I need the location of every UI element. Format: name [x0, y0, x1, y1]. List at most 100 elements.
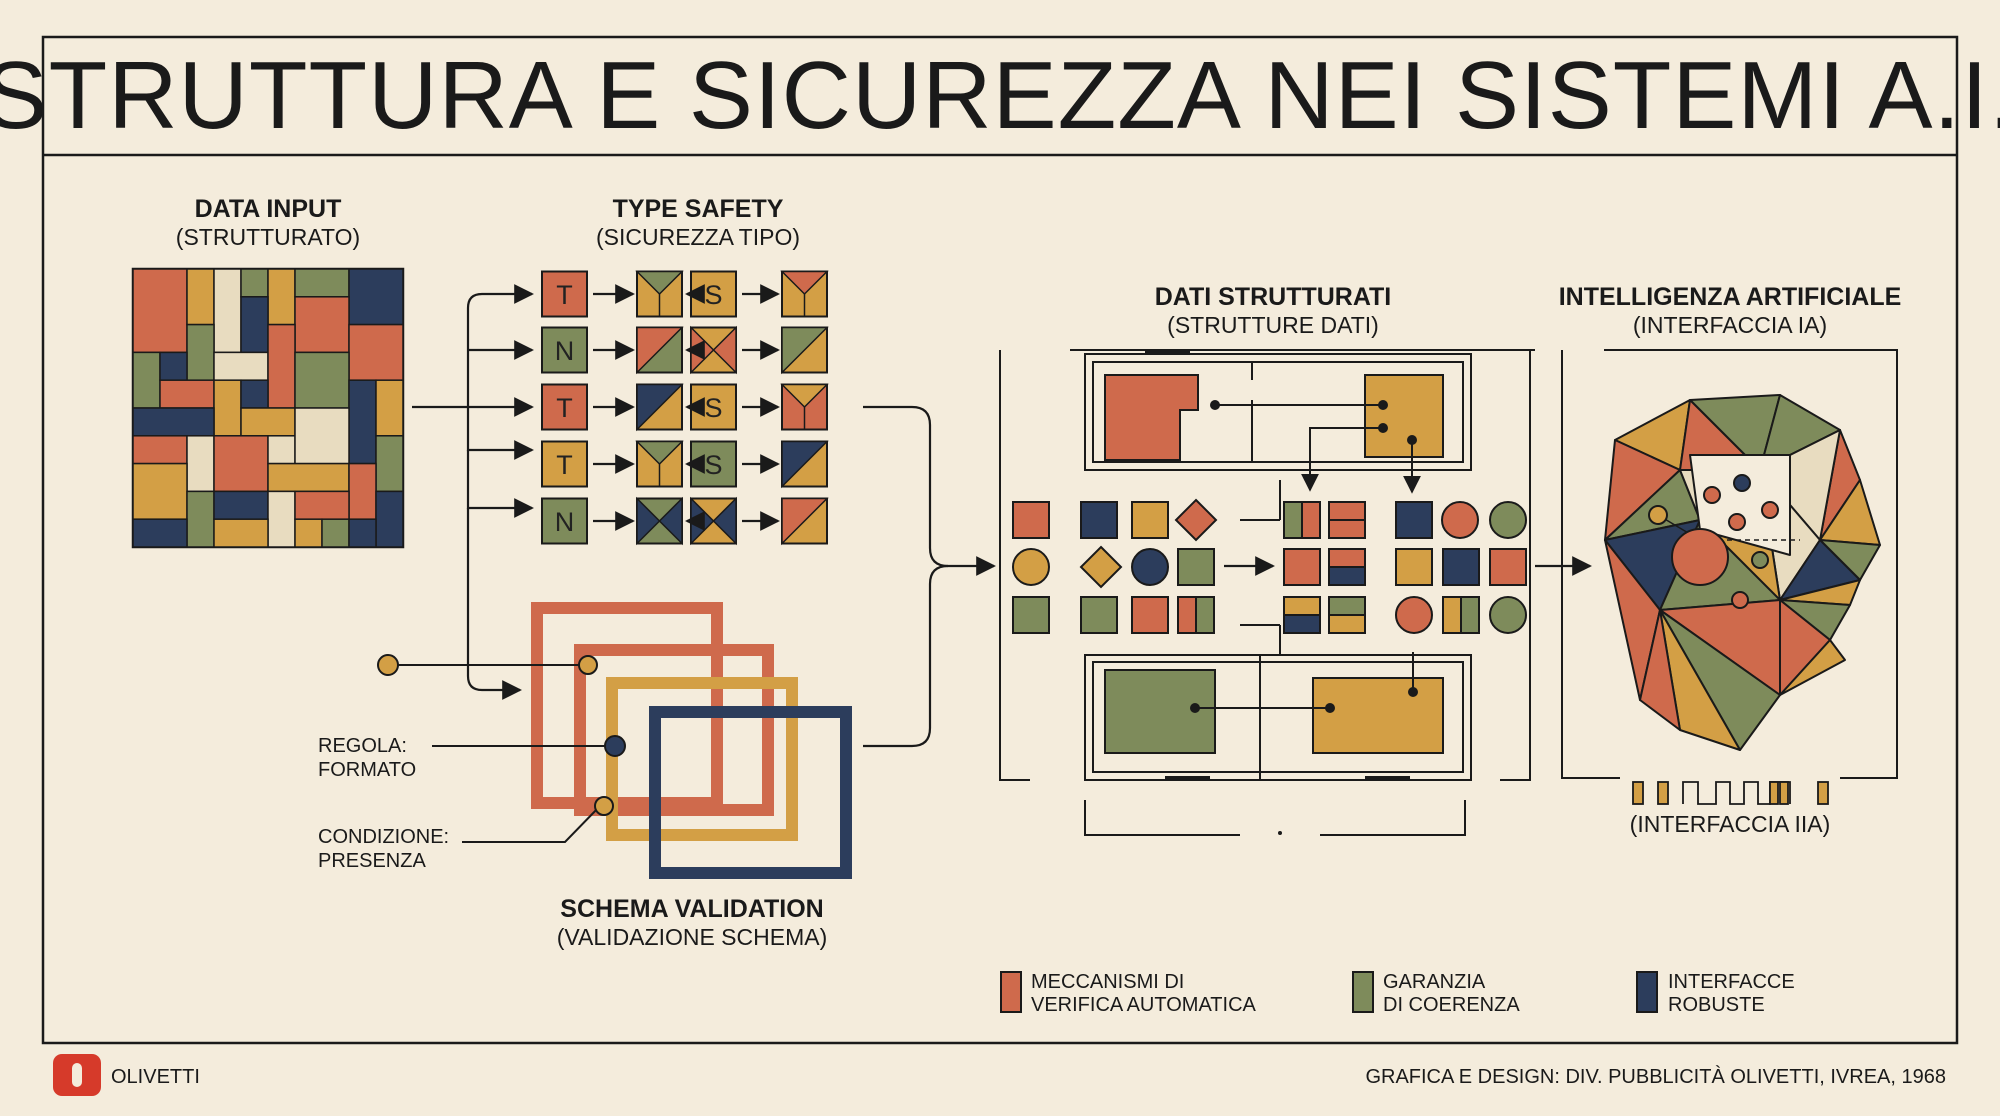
- legend-swatch-navy: [1636, 971, 1658, 1013]
- head-node: [1728, 513, 1746, 531]
- shape-square: [1283, 548, 1321, 586]
- mosaic-tile: [294, 518, 323, 548]
- merge-arrows: [863, 405, 996, 748]
- mosaic-tile: [186, 323, 215, 381]
- mosaic-tile: [294, 407, 350, 465]
- head-node: [1733, 474, 1751, 492]
- shape-square: [1395, 501, 1433, 539]
- mosaic-tile: [348, 462, 377, 520]
- type-cell: [541, 326, 588, 374]
- mosaic-tile: [375, 435, 404, 493]
- mosaic-tile: [267, 268, 296, 326]
- plan-room-mustard: [1364, 374, 1444, 458]
- head-node: [1761, 501, 1779, 519]
- type-cell-split: [780, 270, 829, 296]
- legend-label: GARANZIA: [1383, 971, 1486, 993]
- type-cell-split: [636, 496, 683, 546]
- type-letter: S: [704, 393, 722, 423]
- type-letter: S: [704, 450, 722, 480]
- head-facet: [1779, 639, 1846, 696]
- type-letter: T: [556, 450, 573, 480]
- signal-bar: [1632, 781, 1644, 805]
- mosaic-tile: [213, 435, 269, 493]
- signal-bar: [1769, 781, 1779, 805]
- schema-validation-squares: [531, 602, 852, 879]
- data-input-mosaic: [131, 267, 405, 549]
- data-input-subtitle: (STRUTTURATO): [176, 224, 360, 250]
- head-window: [1689, 454, 1791, 556]
- type-safety-title: TYPE SAFETY: [613, 195, 784, 223]
- shape-circle: [1489, 501, 1527, 539]
- data-input-title: DATA INPUT: [195, 195, 342, 223]
- type-cell-split: [636, 383, 684, 432]
- mosaic-tile: [267, 462, 350, 493]
- shape-circle: [1489, 596, 1527, 634]
- plan-connector-dots: [1190, 400, 1418, 713]
- shape-square: [1012, 501, 1050, 539]
- poster-frame: [41, 35, 1959, 1045]
- plan-dot: [1278, 831, 1282, 835]
- type-letter: T: [556, 393, 573, 423]
- floor-plan-walls: [999, 349, 1535, 836]
- shape-split: [1328, 566, 1366, 586]
- type-cell: [541, 440, 588, 488]
- plan-connectors: [1195, 404, 1421, 709]
- shape-circle: [1395, 596, 1433, 634]
- shape-square: [1395, 548, 1433, 586]
- type-cell: [541, 497, 588, 545]
- mosaic-tile: [132, 268, 188, 354]
- head-node: [1731, 591, 1749, 609]
- signal-bar: [1779, 781, 1789, 805]
- input-branch-arrows: [412, 284, 534, 700]
- mosaic-tile: [186, 268, 215, 326]
- mosaic-tile: [213, 518, 269, 548]
- mosaic-tile: [132, 435, 188, 465]
- legend: MECCANISMI DI VERIFICA AUTOMATICA GARANZ…: [1000, 971, 1795, 1016]
- shape-split: [1328, 614, 1366, 634]
- shape-square: [1131, 596, 1169, 634]
- interface-signal-icon: [1632, 781, 1829, 805]
- shape-square: [1489, 548, 1527, 586]
- schema-validation-subtitle: (VALIDAZIONE SCHEMA): [557, 924, 828, 950]
- legend-swatch-olive: [1352, 971, 1374, 1013]
- type-cell-split: [636, 326, 684, 375]
- type-letter: N: [555, 336, 575, 366]
- shape-split: [1283, 614, 1321, 634]
- dati-strutturati-title: DATI STRUTTURATI: [1155, 283, 1392, 311]
- polygon-head-icon: [1604, 394, 1881, 751]
- schema-node: [594, 796, 614, 816]
- mosaic-tile: [321, 518, 350, 548]
- mosaic-tile: [348, 379, 377, 465]
- structured-shapes: [1012, 498, 1527, 634]
- type-letter: N: [555, 507, 575, 537]
- shape-square: [1080, 596, 1118, 634]
- plan-room-red: [1104, 374, 1199, 461]
- intelligenza-subtitle: (INTERFACCIA IA): [1633, 312, 1827, 338]
- shape-split: [1195, 596, 1215, 634]
- mosaic-tile: [240, 296, 269, 354]
- head-node: [1703, 486, 1721, 504]
- mosaic-tile: [375, 379, 404, 437]
- signal-bar: [1657, 781, 1669, 805]
- formato-label: FORMATO: [318, 759, 416, 781]
- type-letter: S: [704, 280, 722, 310]
- type-cell: [690, 270, 737, 318]
- head-node: [1671, 528, 1729, 586]
- type-cell-split: [635, 270, 684, 296]
- shape-split: [1301, 501, 1321, 539]
- presenza-label: PRESENZA: [318, 850, 426, 872]
- mosaic-tile: [294, 490, 350, 520]
- mosaic-tile: [348, 268, 404, 326]
- shape-square: [1131, 501, 1169, 539]
- head-node: [1751, 551, 1769, 569]
- mosaic-tile: [267, 323, 296, 409]
- type-safety-subtitle: (SICUREZZA TIPO): [596, 224, 800, 250]
- mosaic-tile: [294, 296, 350, 354]
- mosaic-tile: [213, 351, 269, 381]
- signal-bar: [1817, 781, 1829, 805]
- regola-label: REGOLA:: [318, 735, 407, 757]
- mosaic-tile: [132, 462, 188, 520]
- legend-swatch-red: [1000, 971, 1022, 1013]
- shape-square: [1442, 548, 1480, 586]
